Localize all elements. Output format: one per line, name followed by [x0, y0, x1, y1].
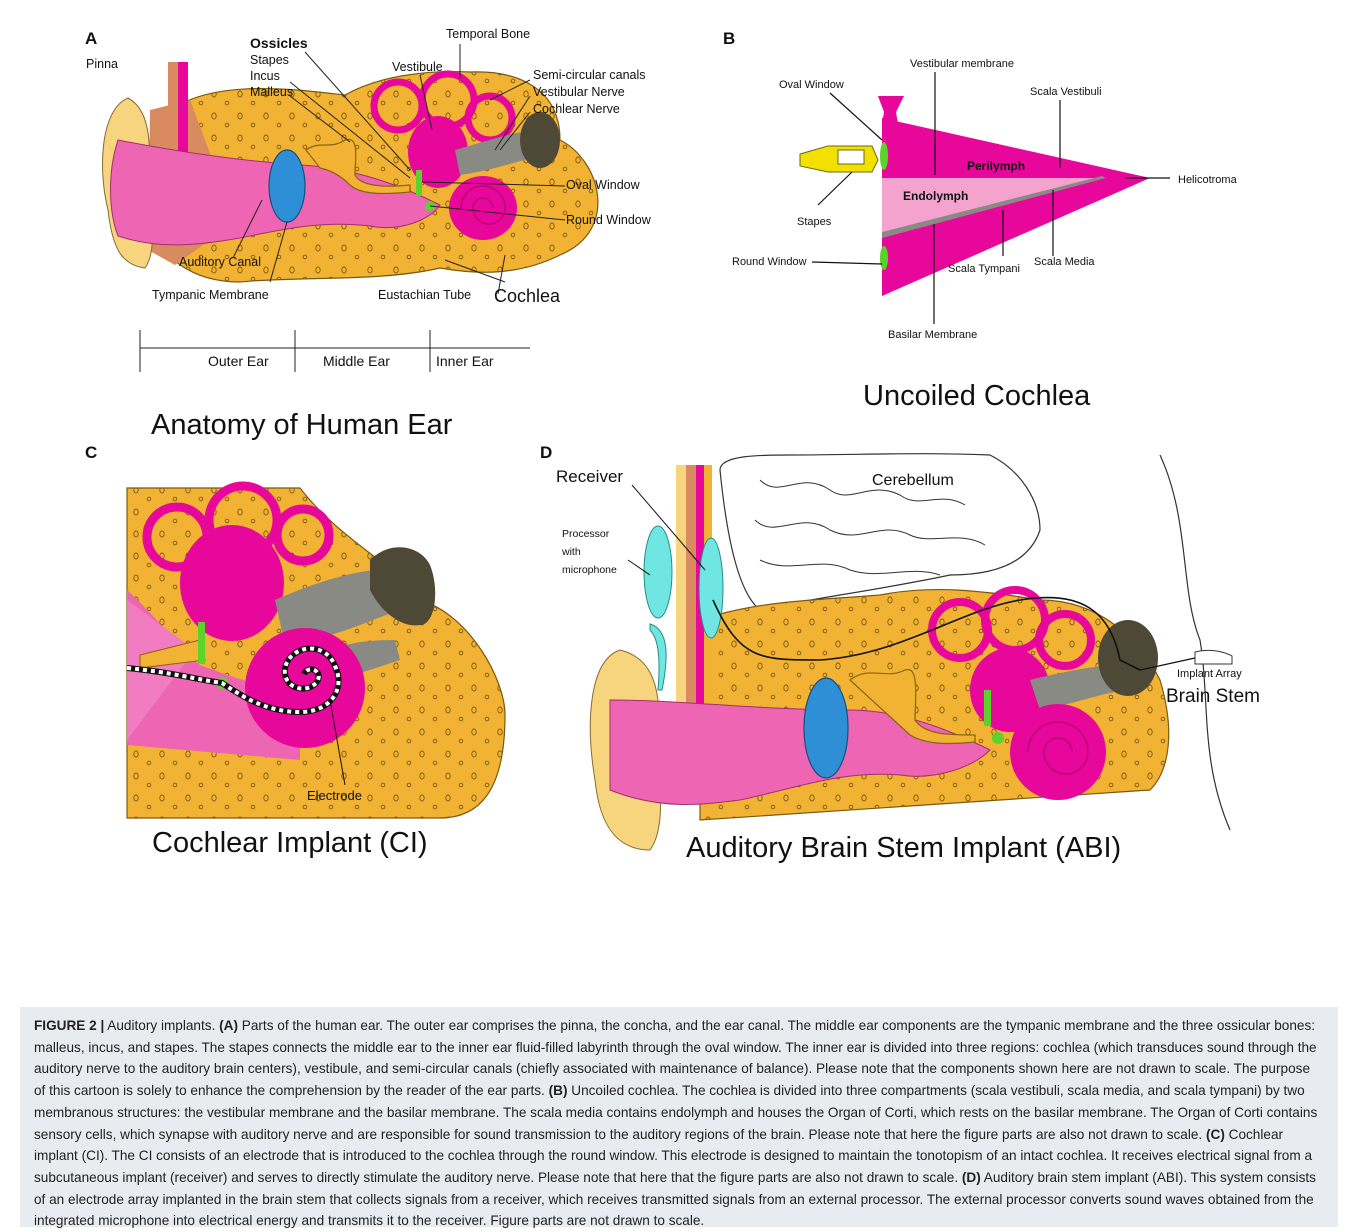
round-window-b-label: Round Window [732, 256, 807, 268]
scala-vestibuli-label: Scala Vestibuli [1030, 86, 1102, 98]
caption-c-tag: (C) [1206, 1127, 1225, 1142]
panel-a: A [85, 27, 652, 441]
cochlear-nerve-label: Cochlear Nerve [533, 102, 620, 116]
ear-anatomy-illustration [103, 62, 598, 282]
caption-d-tag: (D) [962, 1170, 981, 1185]
panel-d-title: Auditory Brain Stem Implant (ABI) [686, 832, 1121, 864]
helicotroma-label: Helicotroma [1178, 174, 1238, 186]
perilymph-label: Perilymph [967, 159, 1025, 173]
caption-figure-label: FIGURE 2 | [34, 1018, 104, 1033]
cochlear-implant-illustration [127, 486, 505, 818]
processor-label-line3: microphone [562, 564, 617, 576]
incus-label: Incus [250, 69, 280, 83]
tympanic-membrane-label: Tympanic Membrane [152, 288, 269, 302]
panel-b: B [723, 29, 1238, 412]
outer-ear-label: Outer Ear [208, 353, 269, 369]
middle-ear-label: Middle Ear [323, 353, 390, 369]
basilar-membrane-label: Basilar Membrane [888, 329, 977, 341]
panel-a-letter: A [85, 29, 97, 48]
oval-window-b-label: Oval Window [779, 79, 844, 91]
inner-ear-label: Inner Ear [436, 353, 494, 369]
panel-a-title: Anatomy of Human Ear [151, 409, 453, 441]
panel-b-title: Uncoiled Cochlea [863, 380, 1091, 412]
electrode-label: Electrode [307, 788, 362, 803]
caption-intro: Auditory implants. [104, 1018, 219, 1033]
processor-label-line2: with [561, 546, 581, 558]
stapes-b-label: Stapes [797, 216, 832, 228]
ossicles-label: Ossicles [250, 35, 308, 51]
panel-d-letter: D [540, 443, 552, 462]
vestibular-membrane-label: Vestibular membrane [910, 58, 1014, 70]
stapes-label: Stapes [250, 53, 289, 67]
auditory-canal-label: Auditory Canal [179, 255, 261, 269]
cochlea-label: Cochlea [494, 286, 561, 306]
cerebellum-label: Cerebellum [872, 472, 954, 489]
abi-illustration [590, 454, 1232, 850]
pinna-label: Pinna [86, 57, 118, 71]
scala-media-label: Scala Media [1034, 256, 1095, 268]
panel-b-letter: B [723, 29, 735, 48]
eustachian-tube-label: Eustachian Tube [378, 288, 471, 302]
processor-label-line1: Processor [562, 528, 610, 540]
vestibule-label: Vestibule [392, 60, 443, 74]
caption-b-tag: (B) [549, 1083, 568, 1098]
vestibular-nerve-label: Vestibular Nerve [533, 85, 625, 99]
brain-stem-label: Brain Stem [1166, 686, 1260, 707]
panel-c-letter: C [85, 443, 97, 462]
panel-c-title: Cochlear Implant (CI) [152, 827, 428, 859]
figure-caption: FIGURE 2 | Auditory implants. (A) Parts … [20, 1007, 1338, 1227]
panel-c: C [85, 443, 505, 859]
panel-d: D [540, 443, 1260, 864]
round-window-label: Round Window [566, 213, 652, 227]
oval-window-label: Oval Window [566, 178, 641, 192]
semicircular-canals-label: Semi-circular canals [533, 68, 646, 82]
scala-tympani-label: Scala Tympani [948, 263, 1020, 275]
caption-a-tag: (A) [219, 1018, 238, 1033]
malleus-label: Malleus [250, 85, 293, 99]
temporal-bone-label: Temporal Bone [446, 27, 530, 41]
receiver-label: Receiver [556, 467, 623, 486]
endolymph-label: Endolymph [903, 189, 968, 203]
implant-array-label: Implant Array [1177, 668, 1242, 680]
